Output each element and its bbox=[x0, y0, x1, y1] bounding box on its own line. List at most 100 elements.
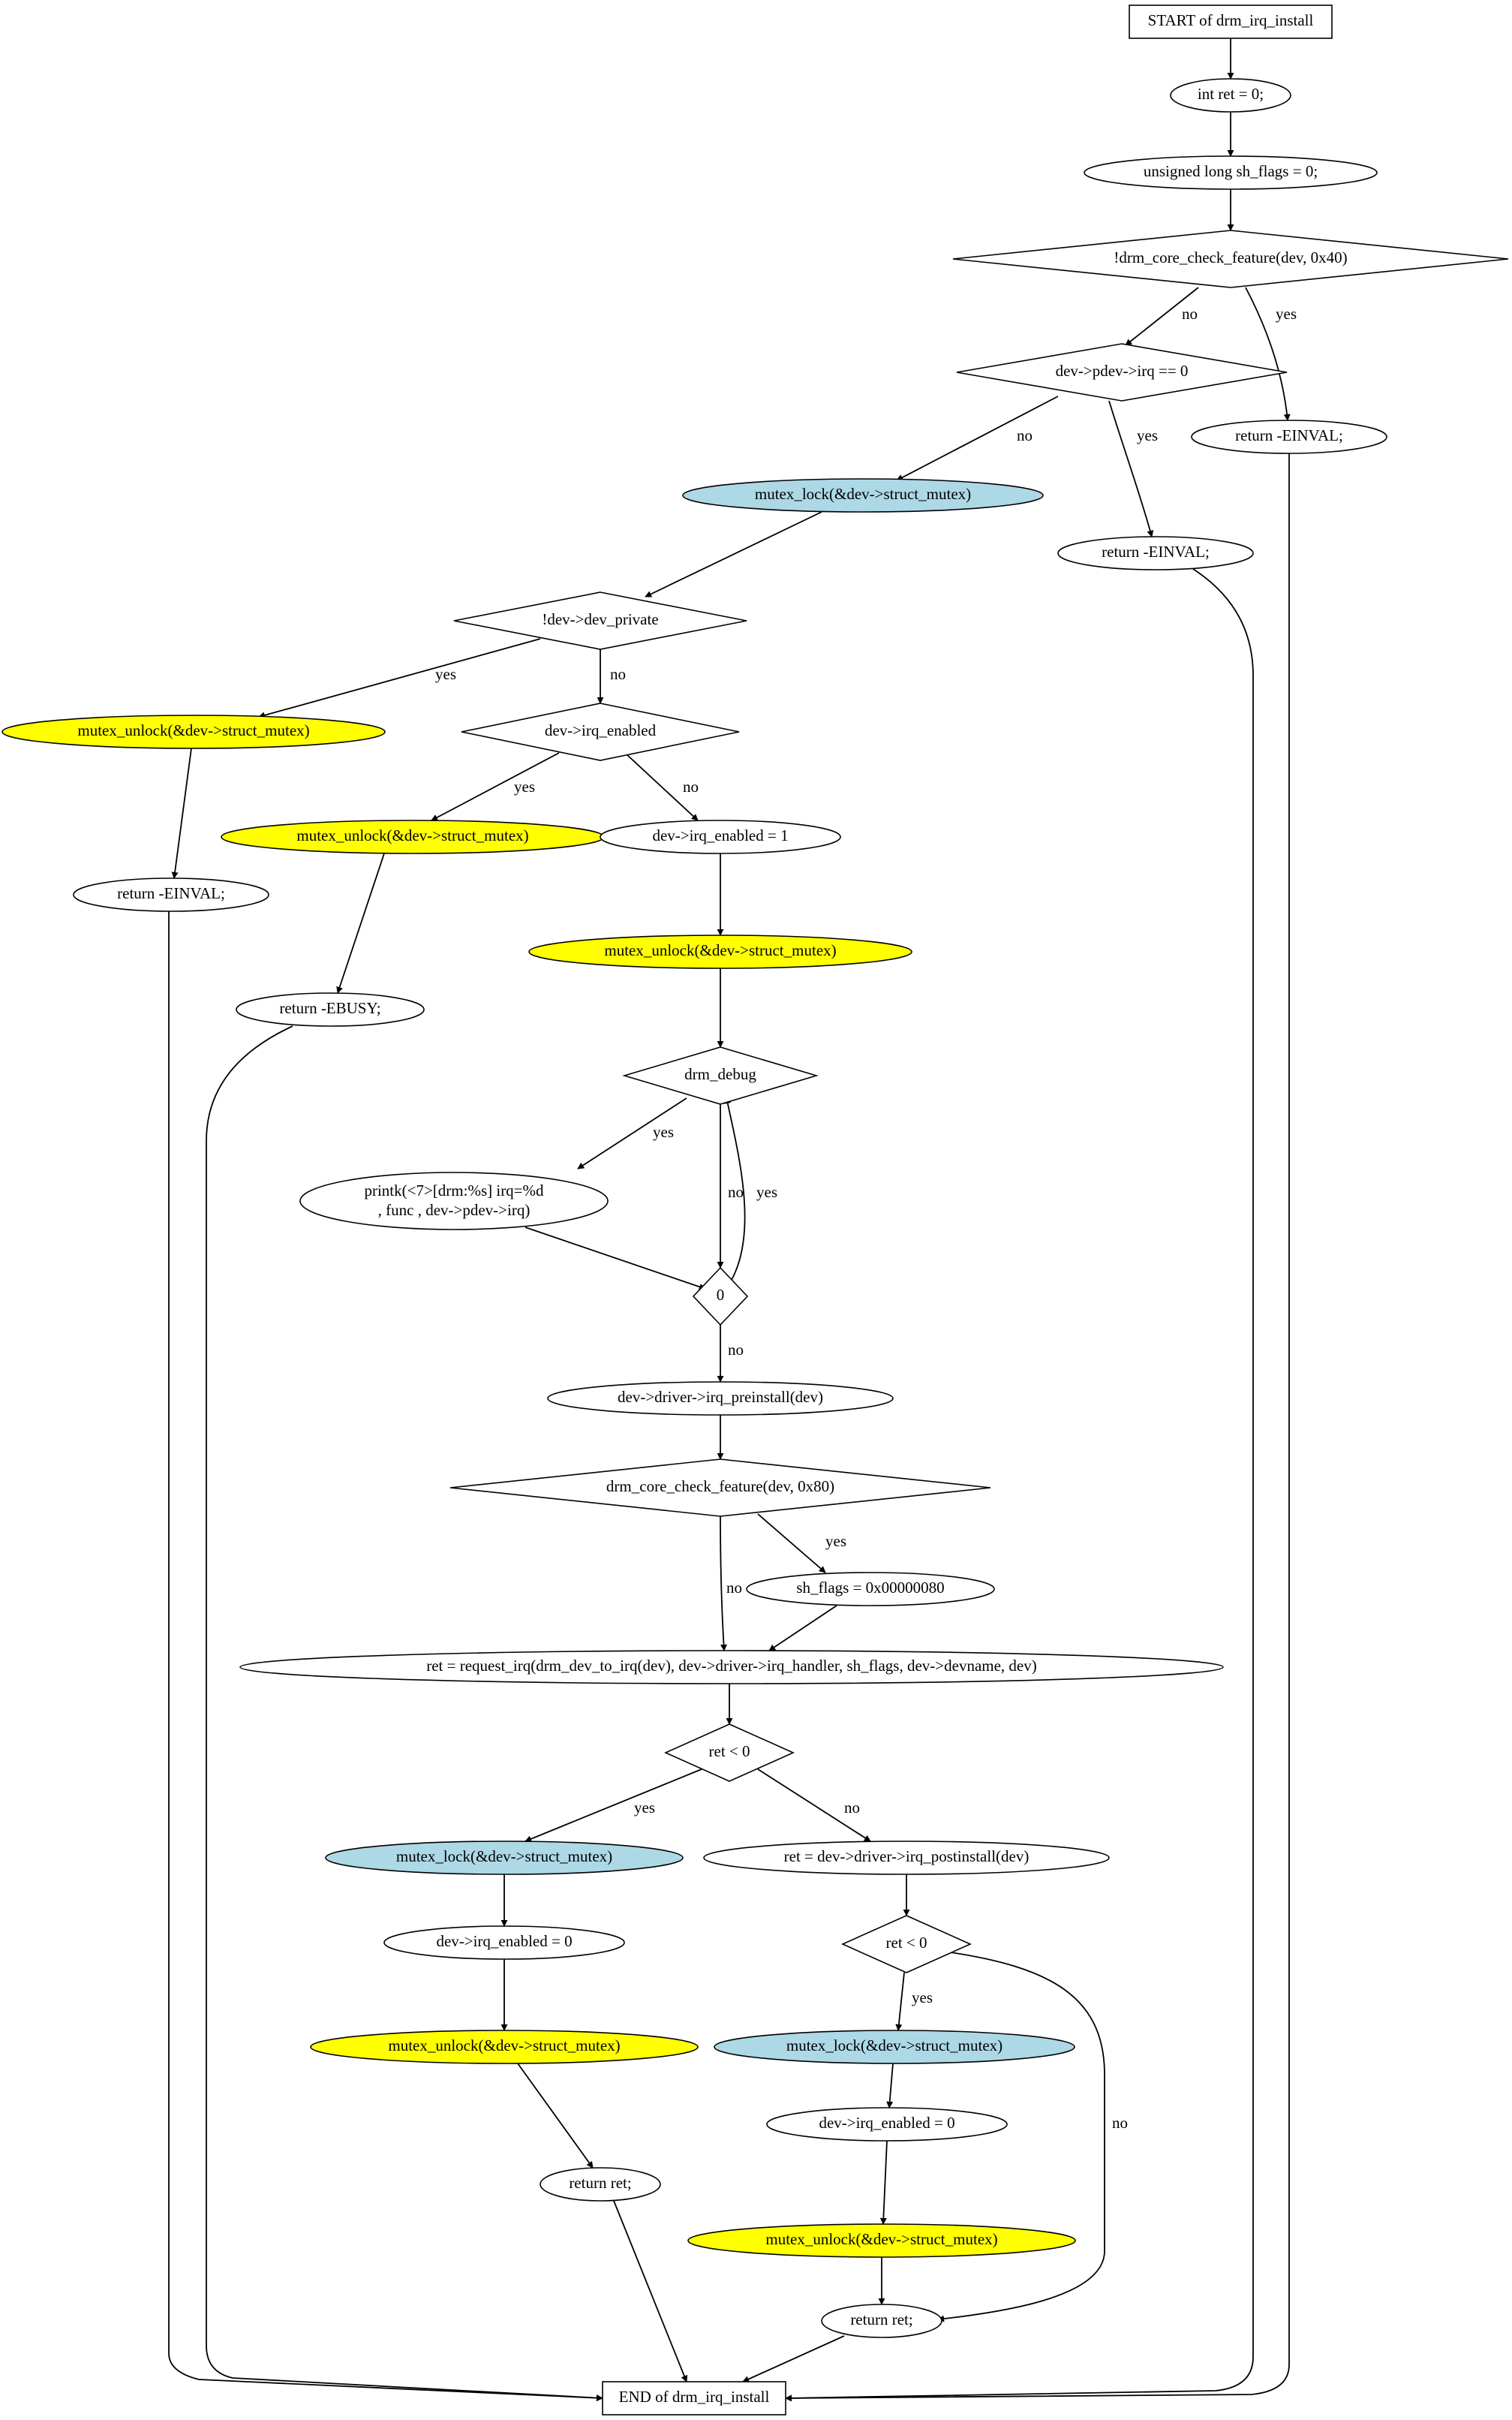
node-retlt1: ret < 0 bbox=[664, 1723, 795, 1782]
edge-pdevirq-to-einval2: yes bbox=[1108, 400, 1158, 537]
edge-pdevirq-to-lock1: no bbox=[896, 396, 1059, 481]
edge-chk80-to-reqirq: no bbox=[720, 1516, 742, 1651]
edge-line bbox=[517, 2063, 594, 2169]
edge-drmdebug-to-zero: no bbox=[717, 1104, 744, 1269]
edge-label: no bbox=[683, 778, 699, 796]
node-label: , func , dev->pdev->irq) bbox=[378, 1201, 531, 1219]
edge-retlt1-to-lock2: yes bbox=[525, 1768, 702, 1843]
edge-line bbox=[886, 2063, 894, 2108]
edge-line bbox=[720, 1516, 727, 1651]
node-label: mutex_lock(&dev->struct_mutex) bbox=[755, 485, 971, 503]
edge-label: no bbox=[1017, 426, 1033, 444]
edge-line bbox=[258, 638, 541, 719]
edge-line bbox=[896, 396, 1059, 481]
node-unlock5: mutex_unlock(&dev->struct_mutex) bbox=[687, 2223, 1076, 2258]
edge-label: no bbox=[1182, 305, 1198, 323]
edge-line bbox=[937, 1951, 1105, 2322]
node-label: 0 bbox=[717, 1286, 725, 1304]
edge-line bbox=[879, 2140, 888, 2225]
ellipse-shape bbox=[1084, 155, 1378, 190]
edge-line bbox=[613, 2200, 688, 2382]
edge-label: yes bbox=[756, 1183, 777, 1201]
node-einval2: return -EINVAL; bbox=[1057, 536, 1254, 570]
box-shape bbox=[1129, 5, 1333, 39]
edge-line bbox=[206, 1025, 603, 2402]
node-label: return -EINVAL; bbox=[117, 884, 225, 902]
node-seten0a: dev->irq_enabled = 0 bbox=[383, 1925, 625, 1960]
edge-line bbox=[1125, 287, 1199, 346]
ellipse-shape bbox=[600, 820, 841, 854]
edge-label: no bbox=[728, 1183, 744, 1201]
node-devpriv: !dev->dev_private bbox=[453, 591, 747, 650]
ellipse-shape bbox=[1057, 536, 1254, 570]
diamond-shape bbox=[952, 230, 1509, 288]
node-label: dev->pdev->irq == 0 bbox=[1056, 362, 1189, 380]
edge-label: yes bbox=[653, 1123, 674, 1141]
node-unlock1: mutex_unlock(&dev->struct_mutex) bbox=[2, 715, 386, 749]
node-label: mutex_lock(&dev->struct_mutex) bbox=[396, 1847, 612, 1865]
edge-line bbox=[336, 853, 385, 994]
edge-line bbox=[742, 2335, 845, 2382]
ellipse-shape bbox=[1170, 78, 1291, 113]
node-label: dev->irq_enabled bbox=[545, 721, 657, 739]
ellipse-shape bbox=[528, 935, 912, 969]
node-retlt2: ret < 0 bbox=[841, 1915, 972, 1973]
node-pdevirq: dev->pdev->irq == 0 bbox=[956, 343, 1288, 402]
node-label: sh_flags = 0x00000080 bbox=[796, 1579, 944, 1597]
edge-chk40-to-einval1: yes bbox=[1245, 287, 1297, 421]
node-retret1: return ret; bbox=[540, 2167, 661, 2202]
ellipse-shape bbox=[73, 877, 269, 912]
ellipse-shape bbox=[746, 1572, 995, 1606]
node-label: ret = dev->driver->irq_postinstall(dev) bbox=[784, 1847, 1030, 1865]
edge-line bbox=[1108, 400, 1154, 537]
edge-seten0b-to-unlock5 bbox=[879, 2140, 888, 2225]
ellipse-shape bbox=[2, 715, 386, 749]
edge-line bbox=[577, 1097, 687, 1169]
edge-devpriv-to-irqen: no bbox=[597, 649, 626, 704]
edge-label: no bbox=[728, 1341, 744, 1359]
edge-drmdebug-to-printk: yes bbox=[577, 1097, 687, 1169]
edge-line bbox=[168, 911, 603, 2402]
node-label: dev->irq_enabled = 0 bbox=[436, 1932, 572, 1950]
edge-retlt2-to-retret2: no bbox=[937, 1951, 1128, 2322]
node-label: printk(<7>[drm:%s] irq=%d bbox=[364, 1181, 544, 1199]
node-retret2: return ret; bbox=[821, 2304, 942, 2338]
ellipse-shape bbox=[821, 2304, 942, 2338]
node-label: mutex_unlock(&dev->struct_mutex) bbox=[604, 941, 836, 959]
ellipse-shape bbox=[540, 2167, 661, 2202]
edge-lock3-to-seten0b bbox=[886, 2063, 894, 2108]
edge-line bbox=[525, 1768, 702, 1843]
edge-einval1-to-end bbox=[785, 453, 1290, 2402]
box-shape bbox=[602, 2381, 786, 2415]
node-postinst: ret = dev->driver->irq_postinstall(dev) bbox=[703, 1841, 1110, 1875]
edge-shflags80-to-reqirq bbox=[768, 1605, 837, 1651]
diamond-shape bbox=[692, 1266, 749, 1326]
diamond-shape bbox=[461, 703, 740, 761]
node-label: return -EINVAL; bbox=[1235, 426, 1343, 444]
node-shflags0: unsigned long sh_flags = 0; bbox=[1084, 155, 1378, 190]
node-label: dev->driver->irq_preinstall(dev) bbox=[618, 1388, 823, 1406]
node-label: int ret = 0; bbox=[1198, 85, 1264, 103]
edge-retlt2-to-lock3: yes bbox=[895, 1972, 933, 2031]
edge-unlock1-to-einval3 bbox=[171, 748, 192, 879]
node-label: mutex_unlock(&dev->struct_mutex) bbox=[77, 721, 309, 739]
node-zero: 0 bbox=[692, 1266, 749, 1326]
edge-unlock2-to-ebusy bbox=[336, 853, 385, 994]
edge-line bbox=[757, 1768, 871, 1842]
node-shflags80: sh_flags = 0x00000080 bbox=[746, 1572, 995, 1606]
diamond-shape bbox=[956, 343, 1288, 402]
node-label: mutex_unlock(&dev->struct_mutex) bbox=[296, 826, 528, 844]
edge-line bbox=[785, 568, 1254, 2402]
diamond-shape bbox=[622, 1046, 819, 1105]
ellipse-shape bbox=[703, 1841, 1110, 1875]
node-start: START of drm_irq_install bbox=[1129, 5, 1333, 39]
edge-irqen-to-unlock2: yes bbox=[431, 752, 560, 821]
ellipse-shape bbox=[325, 1841, 684, 1875]
edge-line bbox=[785, 453, 1290, 2402]
node-label: return -EINVAL; bbox=[1102, 543, 1210, 561]
node-unlock4: mutex_unlock(&dev->struct_mutex) bbox=[310, 2030, 699, 2064]
node-lock1: mutex_lock(&dev->struct_mutex) bbox=[682, 478, 1044, 513]
edge-label: no bbox=[844, 1798, 860, 1817]
node-preinst: dev->driver->irq_preinstall(dev) bbox=[547, 1381, 894, 1416]
ellipse-shape bbox=[1191, 420, 1387, 454]
